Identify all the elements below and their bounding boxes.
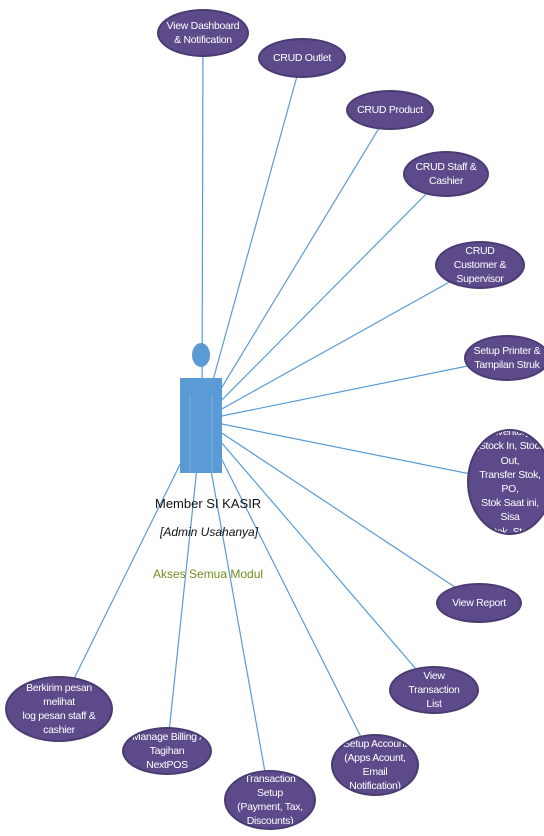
use-case-staff[interactable]: CRUD Staff & Cashier	[403, 151, 489, 197]
actor-body	[180, 378, 222, 473]
association-line-inventory	[201, 419, 511, 483]
actor-head	[192, 343, 210, 367]
association-line-report	[201, 419, 480, 604]
association-line-billing	[166, 419, 203, 752]
use-case-transaction-setup[interactable]: Transaction Setup (Payment, Tax, Discoun…	[224, 770, 316, 830]
association-line-transaction-setup	[201, 419, 271, 801]
use-case-product[interactable]: CRUD Product	[346, 90, 434, 130]
use-case-inventory[interactable]: Kelola Inventory (Stock In, Stock Out, T…	[467, 429, 544, 535]
association-lines	[58, 32, 511, 801]
association-line-outlet	[201, 57, 303, 421]
use-case-outlet[interactable]: CRUD Outlet	[258, 38, 346, 78]
use-case-printer[interactable]: Setup Printer & Tampilan Struk	[464, 335, 544, 381]
association-line-transaction-list	[201, 419, 435, 691]
use-case-message[interactable]: Berkirim pesan melihat log pesan staff &…	[5, 676, 113, 742]
use-case-account[interactable]: Setup Account (Apps Acount, Email Notifi…	[331, 734, 419, 796]
actor-figure	[180, 343, 222, 473]
use-case-dashboard[interactable]: View Dashboard & Notification	[157, 9, 249, 57]
association-line-message	[58, 419, 203, 710]
actor-role: [Admin Usahanya]	[160, 525, 259, 539]
actor-access: Akses Semua Modul	[153, 567, 264, 581]
actor-name: Member SI KASIR	[155, 496, 262, 511]
association-line-customer	[201, 264, 481, 421]
use-case-transaction-list[interactable]: View Transaction List	[389, 666, 479, 714]
association-line-product	[201, 109, 391, 421]
use-case-customer[interactable]: CRUD Customer & Supervisor	[435, 241, 525, 289]
association-line-printer	[201, 357, 508, 421]
association-line-staff	[201, 173, 447, 421]
use-case-billing[interactable]: Manage Billing / Tagihan NextPOS	[122, 727, 212, 775]
association-line-account	[201, 419, 376, 766]
use-case-report[interactable]: View Report	[436, 583, 522, 623]
